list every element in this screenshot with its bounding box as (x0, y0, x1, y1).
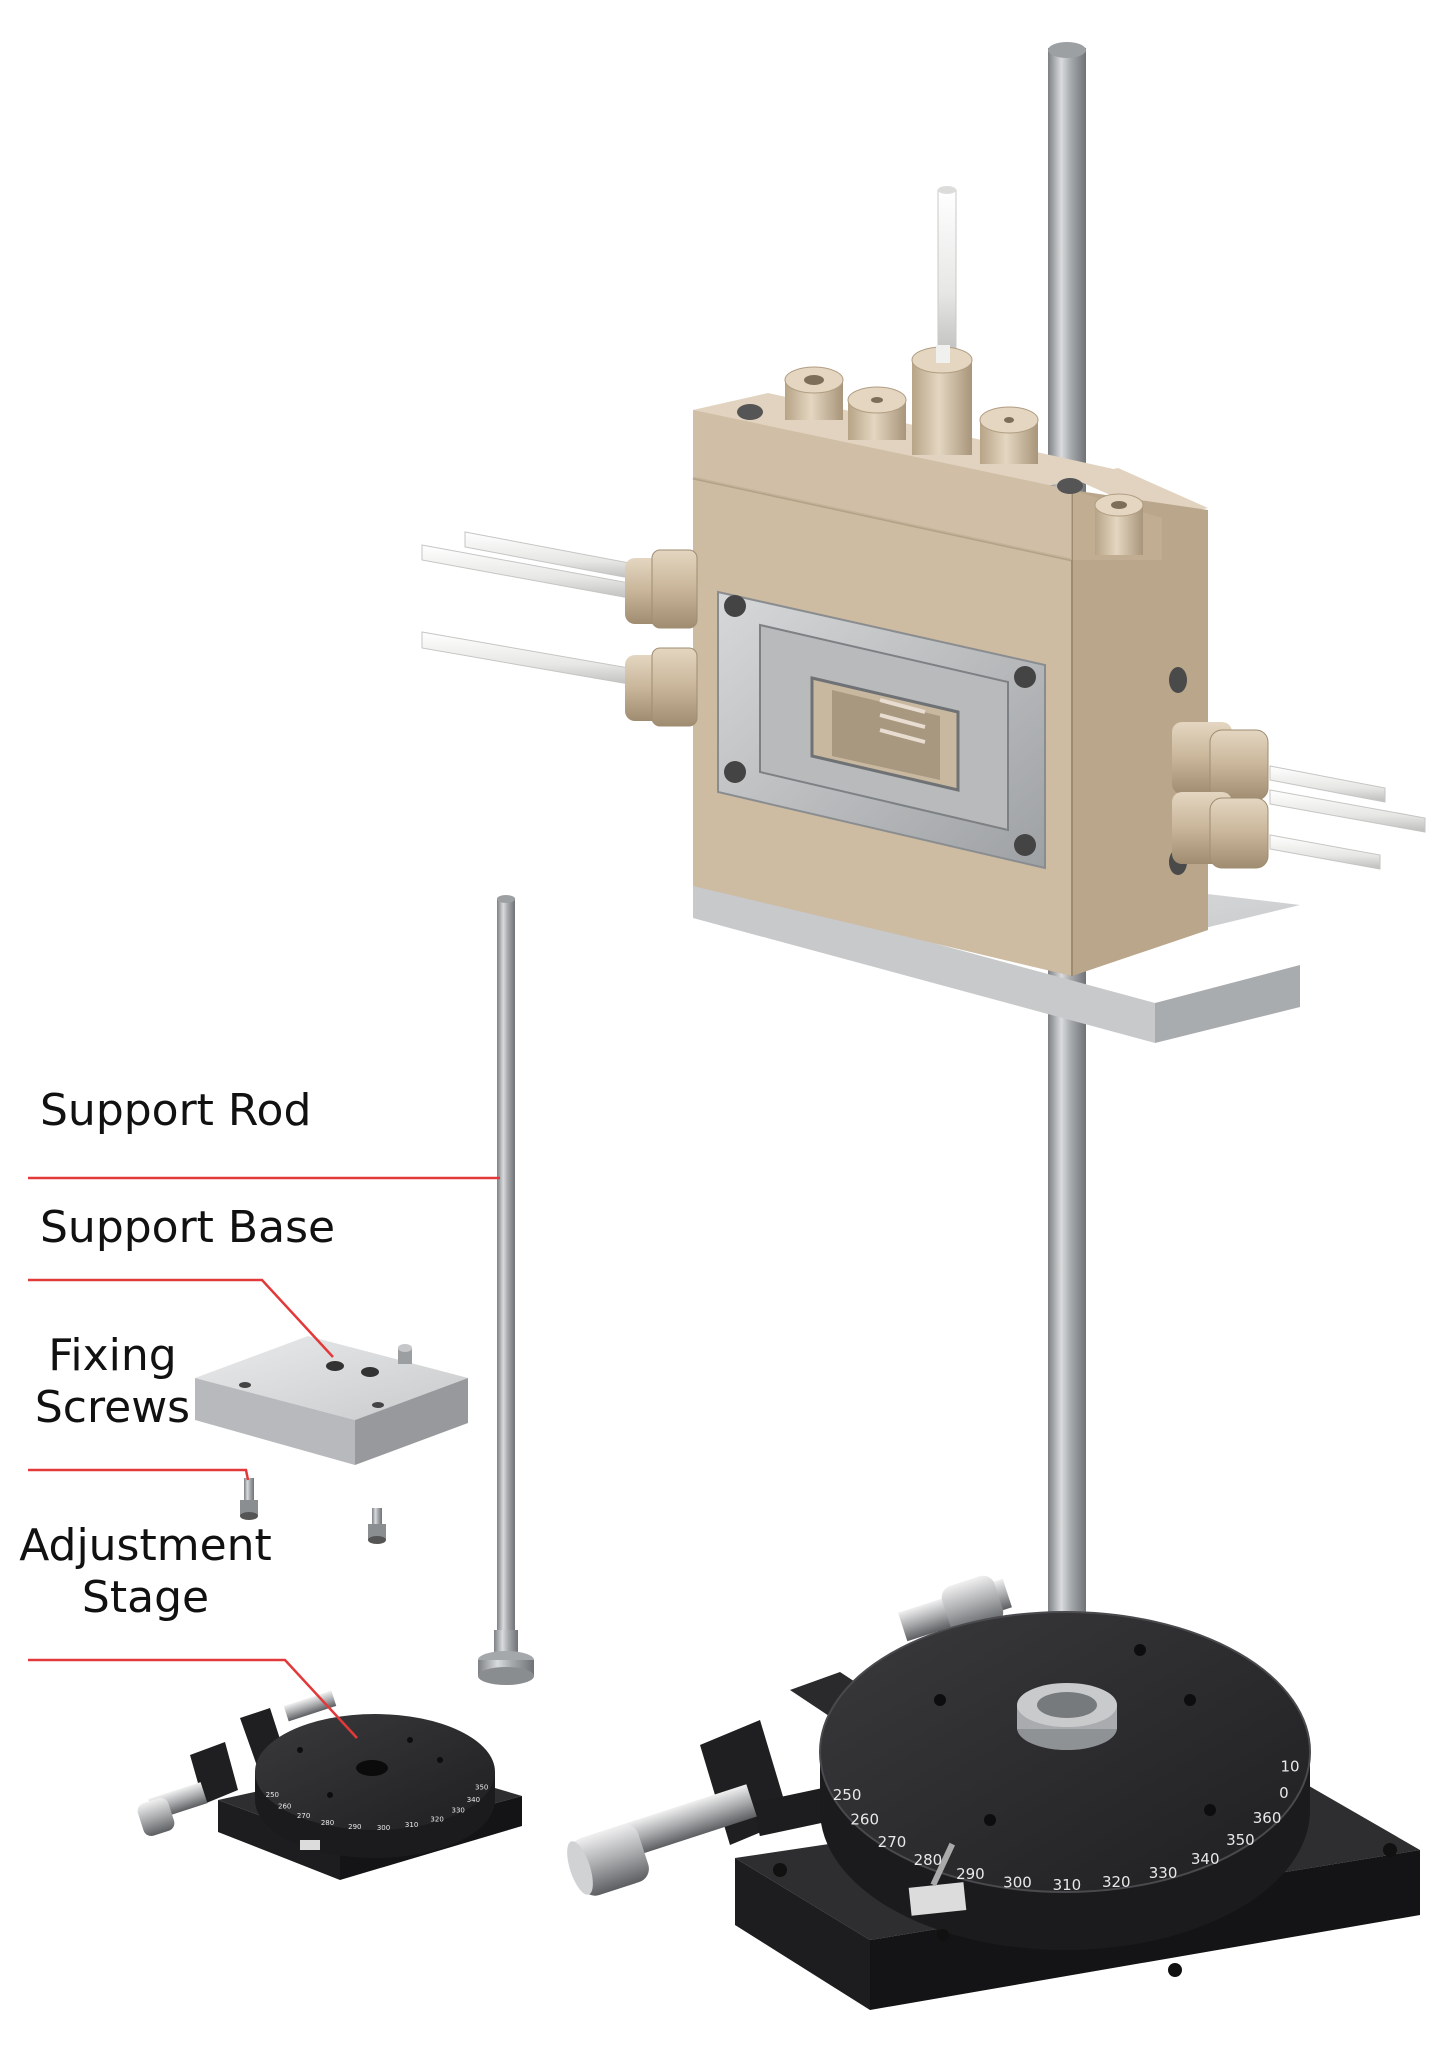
angle-scale-label: 300 (377, 1824, 390, 1832)
angle-scale-label: 260 (278, 1802, 291, 1810)
callout-leader-lines (28, 1176, 500, 1739)
label-support-rod: Support Rod (40, 1085, 312, 1136)
large-stage-angle-scale: 250 260 270 280 290 300 310 320 330 340 350 360 0 10 (833, 1758, 1300, 1895)
label-adjustment-stage: Adjustment Stage (18, 1520, 273, 1624)
angle-scale-label: 320 (430, 1815, 443, 1823)
angle-scale-label: 360 (1253, 1809, 1282, 1827)
angle-scale-label: 310 (1053, 1876, 1082, 1894)
angle-scale-label: 320 (1102, 1873, 1131, 1891)
angle-scale-label: 290 (956, 1865, 985, 1883)
angle-scale-label: 350 (475, 1784, 488, 1792)
exploded-fixing-screws (240, 1478, 386, 1544)
angle-scale-label: 340 (1191, 1850, 1220, 1868)
label-fixing-screws-line1: Fixing (48, 1330, 177, 1381)
right-tubing (1269, 765, 1426, 870)
electrochemical-cell (692, 393, 1208, 976)
angle-scale-label: 350 (1226, 1831, 1255, 1849)
label-fixing-screws-line2: Screws (34, 1381, 191, 1433)
exploded-support-base (195, 1336, 468, 1465)
angle-scale-label: 270 (878, 1833, 907, 1851)
angle-scale-label: 0 (1279, 1784, 1289, 1802)
leader-line-fixing-screws (28, 1468, 250, 1481)
angle-scale-label: 310 (405, 1821, 418, 1829)
angle-scale-label: 330 (452, 1807, 465, 1815)
angle-scale-label: 250 (833, 1786, 862, 1804)
angle-scale-label: 290 (348, 1823, 361, 1831)
large-adjustment-stage (567, 1575, 1420, 2010)
top-fitting-nuts (784, 345, 1144, 555)
angle-scale-label: 340 (467, 1796, 480, 1804)
exploded-adjustment-stage (137, 1690, 522, 1880)
top-tubing (937, 189, 957, 361)
angle-scale-label: 280 (321, 1819, 334, 1827)
large-micrometer-front (567, 1784, 757, 1896)
left-tubing (421, 531, 641, 687)
right-fitting-nuts (1172, 722, 1269, 869)
angle-scale-label: 330 (1149, 1864, 1178, 1882)
label-adjustment-stage-line1: Adjustment (19, 1520, 272, 1571)
angle-scale-label: 280 (914, 1851, 943, 1869)
label-support-base: Support Base (40, 1202, 336, 1253)
leader-line-support-base (28, 1278, 334, 1358)
angle-scale-label: 300 (1003, 1873, 1032, 1891)
label-adjustment-stage-line2: Stage (81, 1571, 210, 1623)
label-fixing-screws: Fixing Screws (30, 1330, 195, 1434)
angle-scale-label: 250 (266, 1791, 279, 1799)
exploded-support-rod (478, 895, 534, 1685)
angle-scale-label: 270 (297, 1812, 310, 1820)
leader-line-adjustment-stage (28, 1658, 358, 1739)
angle-scale-label: 260 (850, 1811, 879, 1829)
left-fitting-nuts (625, 549, 698, 727)
angle-scale-label: 10 (1280, 1758, 1299, 1776)
